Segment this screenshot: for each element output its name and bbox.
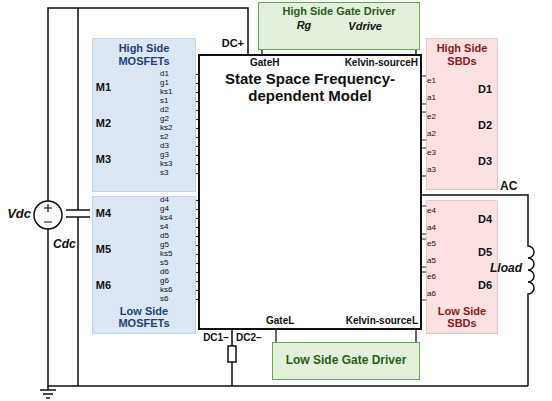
component-label: Lload [490, 262, 522, 275]
mosfet-label: M1 [96, 82, 111, 94]
pin-label: e3 [427, 149, 436, 157]
mosfet-label: M6 [96, 280, 111, 292]
terminal-label: DC2− [236, 333, 262, 344]
pin-label: e1 [427, 77, 436, 85]
pin-label: g1 [160, 79, 169, 87]
gate-driver-box: Low Side Gate Driver [272, 342, 420, 380]
mosfet-label: M2 [96, 118, 111, 130]
pin-label: d2 [160, 106, 169, 114]
diode-label: D4 [478, 214, 492, 226]
model-box: State Space Frequency-dependent Model [198, 54, 422, 330]
pin-label: a6 [427, 290, 436, 298]
pin-label: g3 [160, 151, 169, 159]
pin-label: e6 [427, 273, 436, 281]
pin-label: a4 [427, 224, 436, 232]
mosfet-group: High Side MOSFETs [92, 38, 196, 192]
dc-minus-wiring [228, 346, 236, 362]
diode-group: High Side SBDs [426, 38, 498, 190]
pin-label: e2 [427, 113, 436, 121]
dc-source-wiring [66, 8, 90, 386]
group-title: Low Side SBDs [429, 305, 495, 330]
load-inductor [422, 195, 534, 386]
group-title: Low Side MOSFETs [96, 305, 192, 330]
pin-label: s1 [160, 97, 168, 105]
driver-title: Low Side Gate Driver [286, 354, 407, 368]
pin-label: ks6 [160, 286, 172, 294]
dc-source-wiring [34, 201, 62, 229]
pin-label: s6 [160, 295, 168, 303]
dc-source-wiring [34, 8, 528, 398]
pin-label: d4 [160, 196, 169, 204]
pin-label: s5 [160, 259, 168, 267]
diode-label: D3 [478, 156, 492, 168]
pin-label: g5 [160, 241, 169, 249]
pin-label: e5 [427, 240, 436, 248]
pin-label: a5 [427, 257, 436, 265]
terminal-label: GateL [266, 316, 294, 327]
pin-label: d6 [160, 268, 169, 276]
pin-label: g6 [160, 277, 169, 285]
model-title: State Space Frequency-dependent Model [210, 70, 410, 105]
mosfet-label: M5 [96, 244, 111, 256]
pin-label: d3 [160, 142, 169, 150]
pin-label: g2 [160, 115, 169, 123]
gate-driver-box: High Side Gate Driver [258, 2, 420, 50]
load-inductor [422, 195, 534, 386]
gate-driver-loop [415, 330, 416, 342]
pin-label: ks5 [160, 250, 172, 258]
voltage-label: Vdc [7, 207, 31, 221]
pin-label: ks3 [160, 160, 172, 168]
pin-label: ks1 [160, 88, 172, 96]
dc-source-wiring [40, 386, 56, 398]
mosfet-label: M3 [96, 154, 111, 166]
pin-label: d1 [160, 70, 169, 78]
pin-label: s3 [160, 169, 168, 177]
terminal-label: Kelvin-sourceL [346, 316, 418, 327]
pin-label: e4 [427, 207, 436, 215]
pin-label: g4 [160, 205, 169, 213]
mosfet-label: M4 [96, 208, 111, 220]
dc-minus-wiring [228, 330, 236, 386]
driver-title: High Side Gate Driver [282, 5, 395, 18]
voltage-label: Vdrive [348, 21, 382, 33]
terminal-label: GateH [250, 58, 279, 69]
pin-label: ks4 [160, 214, 172, 222]
terminal-label: DC1− [203, 333, 229, 344]
diode-label: D6 [478, 280, 492, 292]
group-title: High Side MOSFETs [96, 42, 192, 67]
pin-label: d5 [160, 232, 169, 240]
terminal-label: Kelvin-sourceH [345, 58, 418, 69]
pin-label: a3 [427, 166, 436, 174]
pin-label: a1 [427, 94, 436, 102]
gate-wire [275, 330, 276, 342]
terminal-label: DC+ [222, 38, 244, 50]
diode-label: D1 [478, 84, 492, 96]
pin-label: s4 [160, 223, 168, 231]
component-label: Cdc [53, 238, 76, 251]
pin-label: a2 [427, 130, 436, 138]
terminal-label: AC [500, 180, 517, 193]
diode-label: D2 [478, 120, 492, 132]
pin-label: ks2 [160, 124, 172, 132]
group-title: High Side SBDs [429, 42, 495, 67]
diode-label: D5 [478, 247, 492, 259]
dc-source-wiring [44, 204, 52, 222]
component-label: Rg [297, 20, 312, 32]
pin-label: s2 [160, 133, 168, 141]
